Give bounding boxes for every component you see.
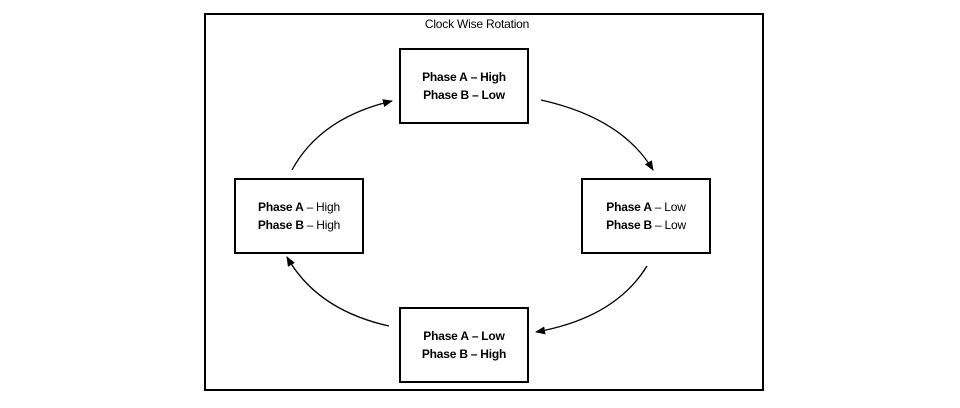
diagram-frame (204, 13, 764, 391)
state-top-phase-a: Phase A–High (422, 70, 506, 84)
state-top-phase-b: Phase B–Low (423, 88, 505, 102)
state-box-bottom: Phase A–Low Phase B–High (399, 307, 529, 383)
state-right-phase-a: Phase A–Low (606, 200, 686, 214)
state-bottom-phase-a: Phase A–Low (423, 329, 505, 343)
arrow-left-to-top (291, 99, 393, 171)
state-left-phase-a: Phase A–High (258, 200, 340, 214)
state-box-left: Phase A–High Phase B–High (234, 178, 364, 254)
state-bottom-phase-b: Phase B–High (421, 347, 507, 361)
state-right-phase-b: Phase B–Low (606, 218, 686, 232)
arrow-right-to-bottom (535, 265, 648, 335)
arrow-top-to-right (540, 99, 654, 171)
state-box-top: Phase A–High Phase B–Low (399, 48, 529, 124)
arrow-bottom-to-left (286, 256, 390, 327)
state-box-right: Phase A–Low Phase B–Low (581, 178, 711, 254)
diagram-title: Clock Wise Rotation (424, 17, 530, 31)
state-left-phase-b: Phase B–High (257, 218, 341, 232)
